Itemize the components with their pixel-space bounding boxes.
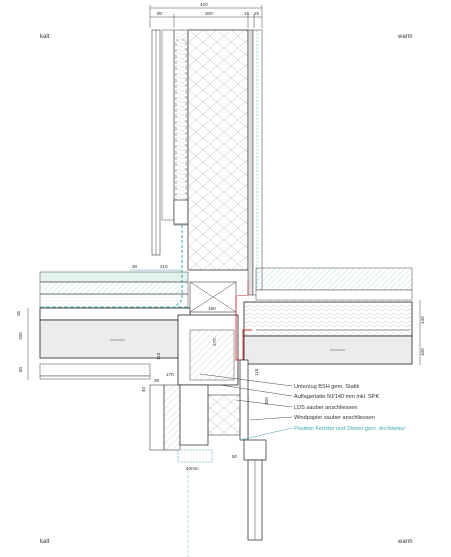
dim-top-seg-1: 80 xyxy=(157,11,163,16)
lower-wall: 35 40 300 25 50 xyxy=(141,359,269,459)
dim-parapet: 215 xyxy=(160,264,168,269)
dim-mid-270: 270 xyxy=(212,338,217,346)
dim-mid-35: 35 xyxy=(154,378,160,383)
dim-window-width: 40mm xyxy=(186,466,199,471)
dim-top-seg-3: 15 xyxy=(244,11,250,16)
corner-label-top-left: kalt xyxy=(40,34,50,40)
top-dimension-chain: 420 80 300 15 25 xyxy=(149,2,263,28)
corner-label-top-right: warm xyxy=(397,34,413,40)
left-dimension-chain: 35 180 80 xyxy=(16,308,29,380)
inner-wall-layers xyxy=(247,29,263,296)
dim-left-1: 35 xyxy=(16,310,21,316)
dim-mid-115: 115 xyxy=(254,368,259,376)
dim-mid-40: 40 xyxy=(141,386,146,392)
window-frame: 40mm xyxy=(177,439,267,557)
dim-low-50: 50 xyxy=(232,454,238,459)
dim-top-total: 420 xyxy=(200,2,208,7)
ventilation-battens xyxy=(173,29,189,226)
dim-left-3: 80 xyxy=(18,366,23,372)
dim-mid-190: 190 xyxy=(208,306,216,311)
dim-top-seg-4: 25 xyxy=(254,11,260,16)
corner-label-bottom-left: kalt xyxy=(40,539,50,545)
dim-mid-170: 170 xyxy=(166,372,174,377)
dim-left-small: 30 xyxy=(132,264,138,269)
right-floor-buildup: 140 100 xyxy=(243,267,425,365)
annotation-windpapier: Windpapier sauber anschliessen xyxy=(294,415,375,421)
balcony-buildup xyxy=(39,271,191,321)
annotation-unterzug: Unterzug BSH gem. Statik xyxy=(294,384,359,390)
facade-cladding xyxy=(151,29,175,256)
sealing-membrane: 215 30 xyxy=(130,225,183,309)
dim-left-2: 180 xyxy=(18,332,23,340)
support-zone: 190 270 110 170 115 xyxy=(156,281,259,386)
annotation-auflagerlatte: Auflagerlatte 50/140 mm inkl. SPK xyxy=(294,394,379,400)
corner-label-bottom-right: warm xyxy=(397,539,413,545)
dim-slab-140: 140 xyxy=(420,316,425,324)
dim-mid-110: 110 xyxy=(156,352,161,360)
left-floor-slab xyxy=(39,319,191,380)
annotation-window-position: Position Fenster und Storen gem. Archite… xyxy=(294,426,407,432)
dim-low-300: 300 xyxy=(264,397,269,405)
wall-insulation xyxy=(187,29,249,271)
annotation-lds: LDS sauber anschliessen xyxy=(294,405,357,411)
dim-top-seg-2: 300 xyxy=(205,11,213,16)
annotation-leaders xyxy=(199,373,293,441)
dim-slab-100: 100 xyxy=(420,348,425,356)
